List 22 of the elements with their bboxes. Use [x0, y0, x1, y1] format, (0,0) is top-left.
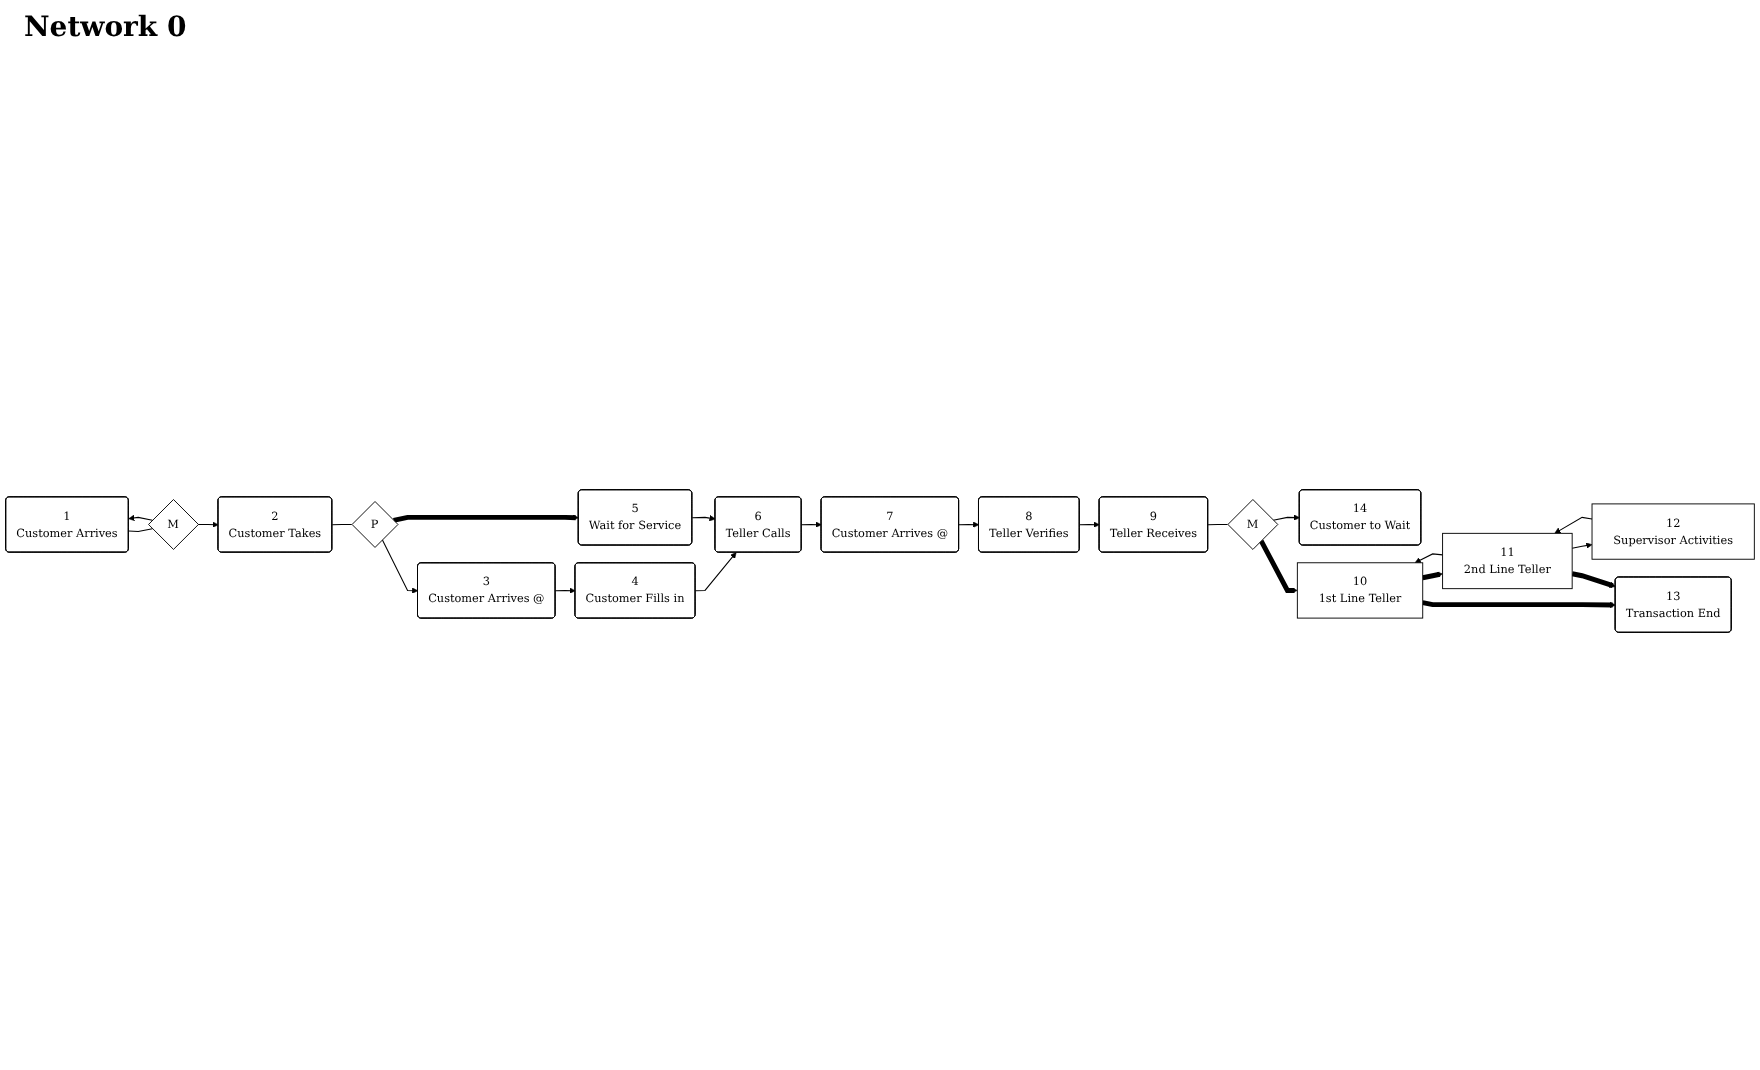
connector [1207, 523, 1229, 526]
arrow [691, 515, 716, 522]
arrow [197, 521, 219, 528]
arrow [1079, 521, 1100, 528]
arrow [1571, 542, 1593, 549]
arrow [1272, 514, 1300, 521]
arrow [694, 552, 737, 592]
arrow [128, 514, 153, 522]
arrow [958, 521, 980, 528]
arrow [393, 514, 579, 523]
connector [331, 523, 353, 526]
arrow [1554, 516, 1593, 534]
arrow [381, 539, 419, 594]
arrow [554, 587, 576, 594]
arrow [1422, 600, 1616, 609]
connector [128, 528, 153, 533]
arrow [801, 521, 822, 528]
arrow [1414, 553, 1444, 564]
arrow [1258, 539, 1298, 594]
arrow [1571, 571, 1616, 589]
arrow [1422, 571, 1443, 581]
diagram-title: Network 0 [24, 12, 187, 44]
